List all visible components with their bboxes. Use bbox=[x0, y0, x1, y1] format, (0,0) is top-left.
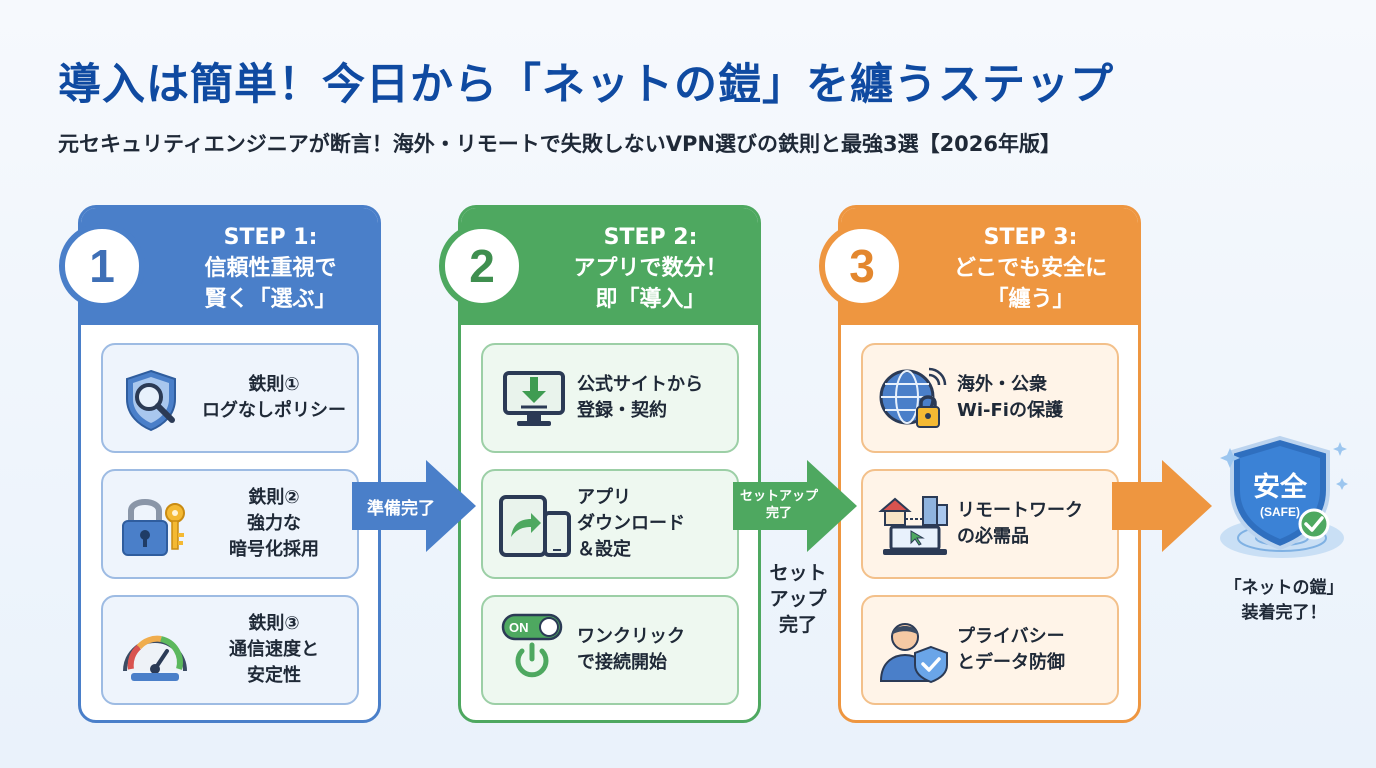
step-1-item-1: 鉄則① ログなしポリシー bbox=[101, 343, 359, 453]
step-1-number: 1 bbox=[89, 240, 115, 292]
home-office-laptop-icon bbox=[877, 493, 953, 559]
user-shield-icon bbox=[877, 619, 953, 685]
step-3-item-3-text: プライバシー とデータ防御 bbox=[957, 626, 1065, 673]
safe-badge-main: 安全 bbox=[1253, 471, 1308, 503]
padlock-key-icon bbox=[117, 493, 193, 559]
step-3-item-2-text: リモートワーク の必需品 bbox=[957, 500, 1083, 547]
step-2-heading: STEP 2: アプリで数分！ 即「導入」 bbox=[573, 225, 728, 312]
step-1-item-3-text: 鉄則③ 通信速度と 安定性 bbox=[229, 613, 319, 686]
step-1-item-3: 鉄則③ 通信速度と 安定性 bbox=[101, 595, 359, 705]
step-2-number: 2 bbox=[469, 240, 495, 292]
step-2-item-2: アプリ ダウンロード ＆設定 bbox=[481, 469, 739, 579]
tablet-phone-icon bbox=[497, 493, 573, 559]
step-3-item-3: プライバシー とデータ防御 bbox=[861, 595, 1119, 705]
step-2-item-1-text: 公式サイトから 登録・契約 bbox=[577, 374, 703, 421]
arrow-step3-to-final bbox=[1112, 460, 1212, 552]
step-2-item-1: 公式サイトから 登録・契約 bbox=[481, 343, 739, 453]
step-3-number: 3 bbox=[849, 240, 875, 292]
step-3-item-1-text: 海外・公衆 Wi-Fiの保護 bbox=[957, 374, 1063, 421]
toggle-on-label: ON bbox=[509, 620, 529, 635]
step-1-heading: STEP 1: 信頼性重視で 賢く「選ぶ」 bbox=[204, 225, 337, 312]
step-1-card: STEP 1: 信頼性重視で 賢く「選ぶ」 鉄則① ログなしポリシー bbox=[78, 205, 381, 723]
toggle-power-icon: ON bbox=[497, 613, 573, 679]
step-1-item-1-text: 鉄則① ログなしポリシー bbox=[202, 374, 346, 421]
speedometer-icon bbox=[117, 619, 193, 685]
step-2-item-3-text: ワンクリック で接続開始 bbox=[577, 626, 685, 673]
arrow-step1-to-step2 bbox=[352, 460, 476, 552]
safe-badge-sub: (SAFE) bbox=[1260, 505, 1300, 519]
shield-check-icon: 安全 (SAFE) bbox=[1220, 435, 1348, 558]
step-1-number-badge: 1 bbox=[59, 223, 145, 309]
shield-search-icon bbox=[117, 367, 193, 433]
monitor-download-icon bbox=[497, 367, 573, 433]
page-title: 導入は簡単！今日から「ネットの鎧」を纏うステップ bbox=[58, 60, 1114, 110]
step-3-item-1: 海外・公衆 Wi-Fiの保護 bbox=[861, 343, 1119, 453]
page-subtitle: 元セキュリティエンジニアが断言！海外・リモートで失敗しないVPN選びの鉄則と最強… bbox=[58, 132, 1062, 156]
step-2-item-3: ON ワンクリック で接続開始 bbox=[481, 595, 739, 705]
step-3-item-2: リモートワーク の必需品 bbox=[861, 469, 1119, 579]
safe-shield-badge: 安全 (SAFE) bbox=[1200, 420, 1360, 580]
arrow-2-label: セットアップ 完了 bbox=[739, 489, 818, 521]
arrow-1-label: 準備完了 bbox=[367, 499, 435, 519]
globe-lock-icon bbox=[877, 367, 953, 433]
final-caption: 「ネットの鎧」 装着完了！ bbox=[1224, 578, 1344, 623]
arrow-2-caption: セット アップ 完了 bbox=[769, 562, 827, 636]
step-1-item-2: 鉄則② 強力な 暗号化採用 bbox=[101, 469, 359, 579]
step-3-heading: STEP 3: どこでも安全に 「纏う」 bbox=[953, 225, 1108, 312]
step-1-header: STEP 1: 信頼性重視で 賢く「選ぶ」 bbox=[81, 208, 378, 325]
step-2-number-badge: 2 bbox=[439, 223, 525, 309]
step-1-item-2-text: 鉄則② 強力な 暗号化採用 bbox=[229, 487, 319, 560]
arrow-step2-to-step3 bbox=[733, 460, 857, 552]
step-3-number-badge: 3 bbox=[819, 223, 905, 309]
step-2-item-2-text: アプリ ダウンロード ＆設定 bbox=[577, 487, 685, 560]
